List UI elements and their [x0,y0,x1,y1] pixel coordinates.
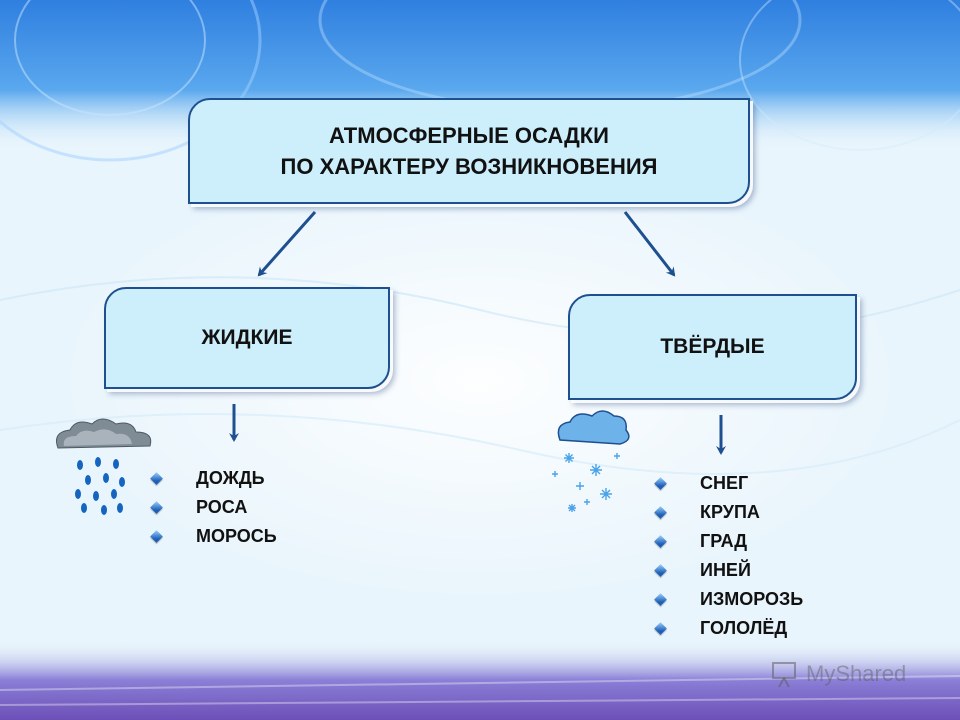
bullet-icon [150,500,163,514]
list-item: ИЗМОРОЗЬ [654,585,804,614]
title-line-2: ПО ХАРАКТЕРУ ВОЗНИКНОВЕНИЯ [280,154,658,179]
bullet-icon [654,592,667,606]
bullet-icon [654,534,667,548]
list-item-label: КРУПА [700,502,760,522]
list-item: МОРОСЬ [150,522,277,551]
list-item-label: ГРАД [700,531,748,551]
list-item: ИНЕЙ [654,556,803,585]
bullet-icon [654,621,667,635]
list-item-label: РОСА [196,497,248,517]
list-item-label: ГОЛОЛЁД [700,618,788,638]
list-item-label: ДОЖДЬ [196,468,265,488]
liquid-node: ЖИДКИЕ [104,287,390,389]
list-item: ГРАД [654,527,803,556]
bullet-icon [150,471,163,485]
presentation-board-icon [772,662,796,688]
solid-precipitation-list: СНЕГ КРУПА ГРАД ИНЕЙ ИЗМОРОЗЬ ГОЛОЛЁД [654,469,804,643]
list-item: СНЕГ [654,469,803,498]
list-item-label: СНЕГ [700,473,749,493]
list-item: ГОЛОЛЁД [654,614,803,643]
watermark-text: MyShared [806,661,907,686]
list-item: ДОЖДЬ [150,464,277,493]
list-item-label: ИНЕЙ [700,560,751,580]
bullet-icon [654,563,667,577]
title-line-1: АТМОСФЕРНЫЕ ОСАДКИ [329,123,609,148]
liquid-precipitation-list: ДОЖДЬ РОСА МОРОСЬ [150,464,277,551]
solid-node: ТВЁРДЫЕ [568,294,857,400]
list-item: КРУПА [654,498,803,527]
bullet-icon [150,529,163,543]
list-item-label: ИЗМОРОЗЬ [700,589,804,609]
liquid-node-label: ЖИДКИЕ [201,326,293,349]
list-item-label: МОРОСЬ [196,526,277,546]
root-node: АТМОСФЕРНЫЕ ОСАДКИ ПО ХАРАКТЕРУ ВОЗНИКНО… [188,98,750,204]
bullet-icon [654,505,667,519]
list-item: РОСА [150,493,277,522]
watermark: MyShared [770,656,930,692]
solid-node-label: ТВЁРДЫЕ [660,335,765,358]
bullet-icon [654,476,667,490]
